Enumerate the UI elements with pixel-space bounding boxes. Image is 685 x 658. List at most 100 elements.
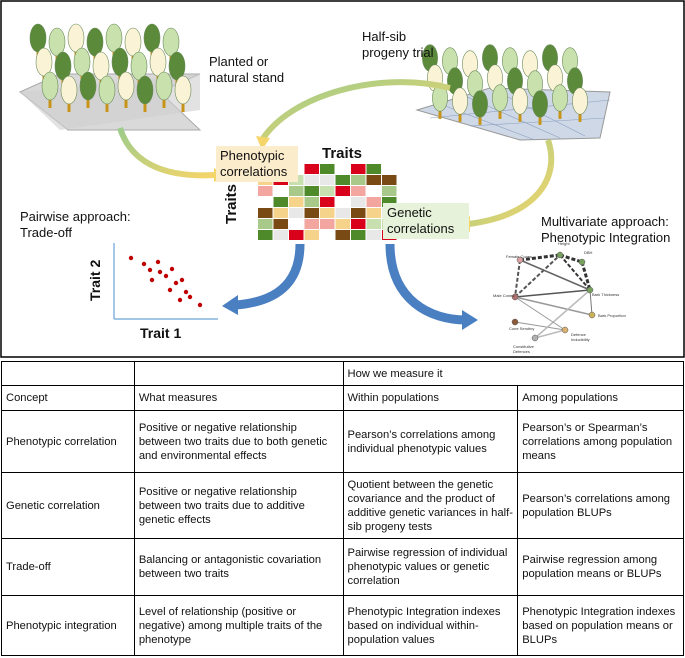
tree-crown [149, 47, 167, 77]
network-node-label: Constitutive Defences [513, 344, 534, 354]
network-node-label: Cone Serotiny [509, 326, 535, 331]
tree-crown [174, 75, 192, 105]
scatter-point [147, 267, 153, 273]
network-node [588, 311, 596, 319]
scatter-point [157, 269, 163, 275]
matrix-cell [366, 208, 381, 218]
matrix-cell [351, 175, 366, 185]
network-node [561, 326, 569, 334]
scatter-point [141, 261, 147, 267]
network-edge [559, 253, 583, 264]
scatter-point [183, 289, 189, 295]
network-node [531, 334, 539, 342]
scatter-point [155, 259, 161, 265]
matrix-cell [320, 186, 335, 196]
matrix-cell [366, 175, 381, 185]
network-edge [580, 261, 592, 291]
matrix-cell [320, 175, 335, 185]
phenotypic-integration-network [511, 251, 596, 342]
network-node-label: Female Cones [506, 254, 533, 259]
matrix-cell [320, 219, 335, 229]
network-node [516, 256, 524, 264]
network-node-label: Defence Inducibility [571, 332, 590, 342]
matrix-cell [366, 164, 381, 174]
multivariate-approach-label: Multivariate approach: Phenotypic Integr… [541, 214, 671, 245]
matrix-cell [335, 230, 350, 240]
tree-crown [472, 90, 488, 118]
matrix-cell [289, 186, 304, 196]
network-node-label: Bark Thickness [592, 292, 620, 297]
phenotypic-correlations-box: Phenotypic correlations [216, 146, 298, 182]
tree-crown [98, 75, 116, 105]
matrix-cell [273, 208, 288, 218]
column-header-within: Within populations [342, 385, 519, 411]
among-cell: Pairwise regression among population mea… [517, 538, 684, 596]
tree-crown [48, 27, 66, 57]
matrix-cell [351, 230, 366, 240]
matrix-cell [320, 164, 335, 174]
trait1-axis-label: Trait 1 [140, 325, 182, 341]
matrix-cell [366, 197, 381, 207]
matrix-cell [273, 186, 288, 196]
matrix-cell [273, 219, 288, 229]
matrix-cell [258, 208, 273, 218]
tree-crown [73, 47, 91, 77]
tree-crown [452, 87, 468, 115]
scatter-point [128, 255, 134, 261]
scatter-point [163, 273, 169, 279]
genetic-correlations-box: Genetic correlations [383, 203, 469, 239]
diagram-panel: Planted or natural stand Half-sib progen… [0, 0, 685, 358]
pairwise-approach-label: Pairwise approach: Trade-off [20, 209, 131, 240]
tree-crown [130, 51, 148, 81]
among-cell: Pearson’s or Spearman’s correlations amo… [517, 410, 684, 473]
tree-crown [532, 90, 548, 118]
matrix-cell [382, 197, 397, 207]
matrix-cell [289, 219, 304, 229]
within-cell: Quotient between the genetic covariance … [342, 472, 519, 539]
matrix-cell [351, 219, 366, 229]
matrix-cell [366, 230, 381, 240]
halfsib-label: Half-sib progeny trial [362, 29, 434, 60]
table-header-group-row: How we measure it [1, 361, 684, 386]
scatter-point [169, 266, 175, 272]
matrix-cell [273, 197, 288, 207]
tree-crown [124, 27, 142, 57]
matrix-cell [351, 164, 366, 174]
network-node [511, 293, 519, 301]
diagram-canvas [0, 0, 685, 358]
network-edge [589, 289, 593, 316]
what-measures-cell: Positive or negative relationship betwee… [133, 472, 344, 539]
matrix-cell [304, 164, 319, 174]
what-measures-cell: Positive or negative relationship betwee… [133, 410, 344, 473]
matrix-cell [258, 230, 273, 240]
matrix-cell [335, 175, 350, 185]
traits-top-label: Traits [322, 145, 363, 162]
network-edge [514, 289, 591, 298]
matrix-cell [351, 208, 366, 218]
network-node [511, 318, 519, 326]
matrix-cell [273, 230, 288, 240]
within-cell: Phenotypic Integration indexes based on … [342, 595, 519, 656]
matrix-cell [335, 186, 350, 196]
network-edge [519, 259, 591, 291]
network-node [578, 258, 586, 266]
tree-crown [572, 87, 588, 115]
concept-cell: Genetic correlation [1, 472, 135, 539]
tree-crown [105, 23, 123, 53]
network-edge [514, 254, 561, 298]
concept-cell: Phenotypic correlation [1, 410, 135, 473]
matrix-cell [351, 186, 366, 196]
tree-crown [41, 71, 59, 101]
traits-side-label: Traits [223, 183, 240, 224]
concept-table: How we measure it Concept What measures … [1, 361, 684, 656]
matrix-cell [351, 197, 366, 207]
trait2-axis-label: Trait 2 [87, 259, 103, 301]
matrix-cell [304, 197, 319, 207]
tree-crown [54, 51, 72, 81]
matrix-cell [258, 186, 273, 196]
tree-crown [60, 75, 78, 105]
matrix-cell [366, 186, 381, 196]
tree-crown [86, 27, 104, 57]
tree-crown [552, 84, 568, 112]
planted-stand-label: Planted or natural stand [209, 54, 285, 85]
